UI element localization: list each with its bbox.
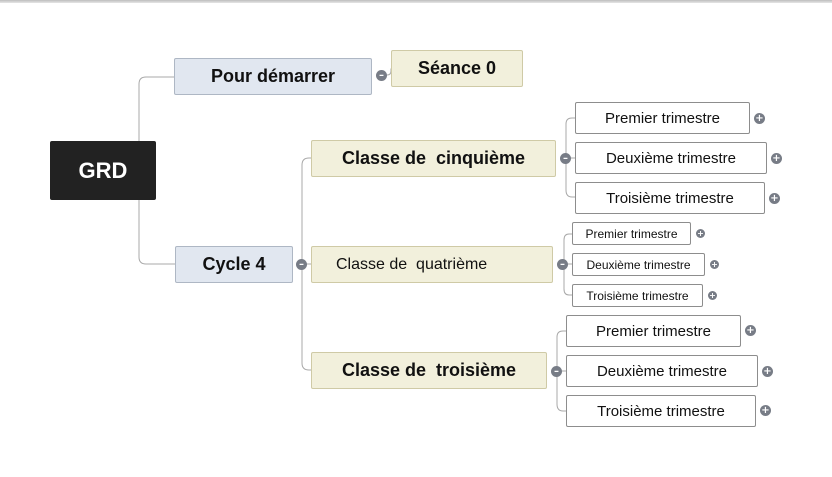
branch-pour-demarrer[interactable]: Pour démarrer [174, 58, 372, 95]
term-troisieme-trimestre[interactable]: Troisième trimestre [566, 395, 756, 427]
plus-circle-icon[interactable]: + [708, 290, 717, 300]
topic-label: Séance 0 [417, 58, 497, 78]
term-premier-trimestre[interactable]: Premier trimestre [572, 222, 691, 245]
topic-classe-quatrieme[interactable]: Classe de quatrième [311, 246, 553, 283]
minus-circle-icon[interactable]: – [296, 259, 307, 270]
term-deuxieme-trimestre[interactable]: Deuxième trimestre [572, 253, 705, 276]
term-label: Premier trimestre [585, 226, 678, 241]
term-label: Premier trimestre [595, 322, 711, 340]
topic-label: Classe de troisième [341, 360, 517, 380]
term-deuxieme-trimestre[interactable]: Deuxième trimestre [566, 355, 758, 387]
term-label: Deuxième trimestre [586, 257, 691, 272]
plus-circle-icon[interactable]: + [754, 112, 765, 124]
term-label: Troisième trimestre [597, 402, 725, 420]
branch-label: Pour démarrer [210, 66, 336, 86]
plus-circle-icon[interactable]: + [769, 192, 780, 204]
term-label: Deuxième trimestre [605, 149, 737, 167]
window-top-edge [0, 0, 832, 3]
term-label: Premier trimestre [604, 109, 720, 127]
minus-circle-icon[interactable]: – [557, 259, 568, 270]
term-label: Troisième trimestre [586, 288, 689, 303]
term-label: Troisième trimestre [606, 189, 734, 207]
plus-circle-icon[interactable]: + [745, 324, 756, 336]
plus-circle-icon[interactable]: + [771, 152, 782, 164]
topic-classe-cinquieme[interactable]: Classe de cinquième [311, 140, 556, 177]
topic-classe-troisieme[interactable]: Classe de troisième [311, 352, 547, 389]
plus-circle-icon[interactable]: + [762, 365, 773, 377]
topic-seance-0[interactable]: Séance 0 [391, 50, 523, 87]
term-label: Deuxième trimestre [596, 362, 728, 380]
term-deuxieme-trimestre[interactable]: Deuxième trimestre [575, 142, 767, 174]
root-node[interactable]: GRD [50, 141, 156, 200]
plus-circle-icon[interactable]: + [710, 259, 719, 269]
branch-cycle-4[interactable]: Cycle 4 [175, 246, 293, 283]
term-troisieme-trimestre[interactable]: Troisième trimestre [572, 284, 703, 307]
topic-label: Classe de quatrième [336, 255, 488, 273]
minus-circle-icon[interactable]: – [551, 366, 562, 377]
topic-label: Classe de cinquième [341, 148, 526, 168]
branch-label: Cycle 4 [202, 254, 266, 274]
plus-circle-icon[interactable]: + [760, 404, 771, 416]
minus-circle-icon[interactable]: – [376, 70, 387, 81]
plus-circle-icon[interactable]: + [696, 228, 705, 238]
minus-circle-icon[interactable]: – [560, 153, 571, 164]
root-label: GRD [78, 157, 128, 183]
term-premier-trimestre[interactable]: Premier trimestre [575, 102, 750, 134]
term-troisieme-trimestre[interactable]: Troisième trimestre [575, 182, 765, 214]
term-premier-trimestre[interactable]: Premier trimestre [566, 315, 741, 347]
